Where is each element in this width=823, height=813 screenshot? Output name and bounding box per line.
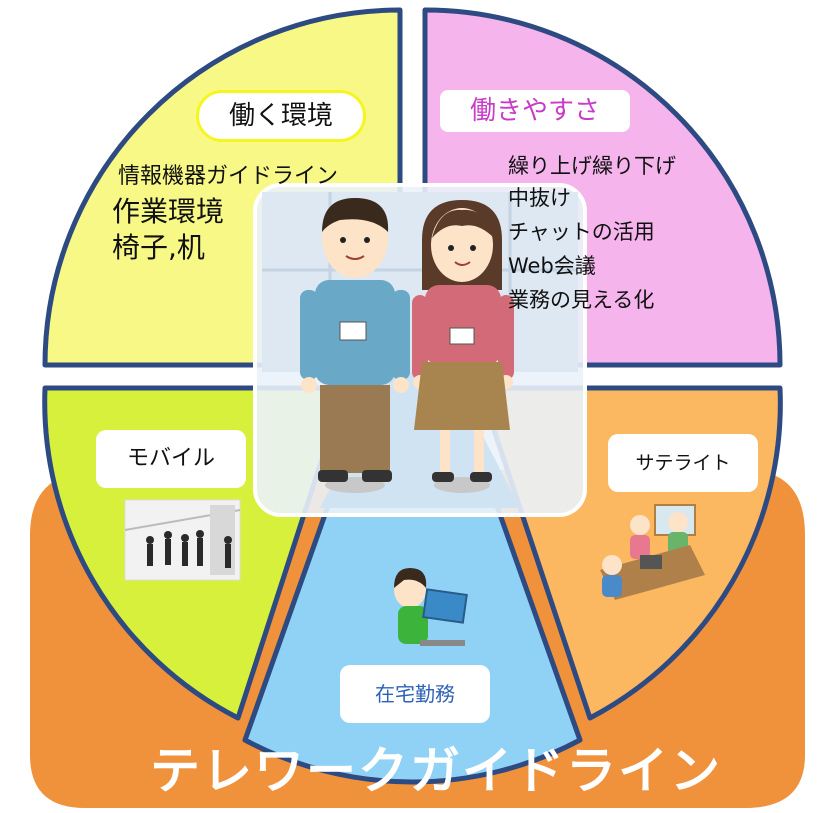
work-env-item-2: 作業環境 xyxy=(112,195,225,228)
satellite-office-icon xyxy=(600,504,705,600)
ease-title-text: 働きやすさ xyxy=(469,96,600,126)
work-env-title-text: 働く環境 xyxy=(228,101,333,131)
footer-title: テレワークガイドライン xyxy=(150,742,722,800)
work-env-item-3: 椅子,机 xyxy=(112,231,205,264)
mobile-title: モバイル xyxy=(96,430,246,488)
home-worker-icon xyxy=(394,568,468,646)
work-env-item-1: 情報機器ガイドライン xyxy=(118,164,339,189)
ease-title: 働きやすさ xyxy=(440,90,630,132)
satellite-title-text: サテライト xyxy=(635,452,731,474)
mobile-title-text: モバイル xyxy=(126,446,215,471)
man-figure-icon xyxy=(300,198,410,493)
ease-item-3: チャットの活用 xyxy=(508,220,655,244)
satellite-title: サテライト xyxy=(608,434,758,492)
ease-item-2: 中抜け xyxy=(508,186,571,210)
ease-item-5: 業務の見える化 xyxy=(508,288,655,312)
ease-item-4: Web会議 xyxy=(508,254,596,278)
woman-figure-icon xyxy=(412,200,514,493)
home-title-text: 在宅勤務 xyxy=(375,682,455,706)
work-env-title: 働く環境 xyxy=(196,90,366,142)
office-people-photo xyxy=(124,499,241,581)
home-title: 在宅勤務 xyxy=(340,665,490,723)
ease-item-1: 繰り上げ繰り下げ xyxy=(508,154,676,178)
